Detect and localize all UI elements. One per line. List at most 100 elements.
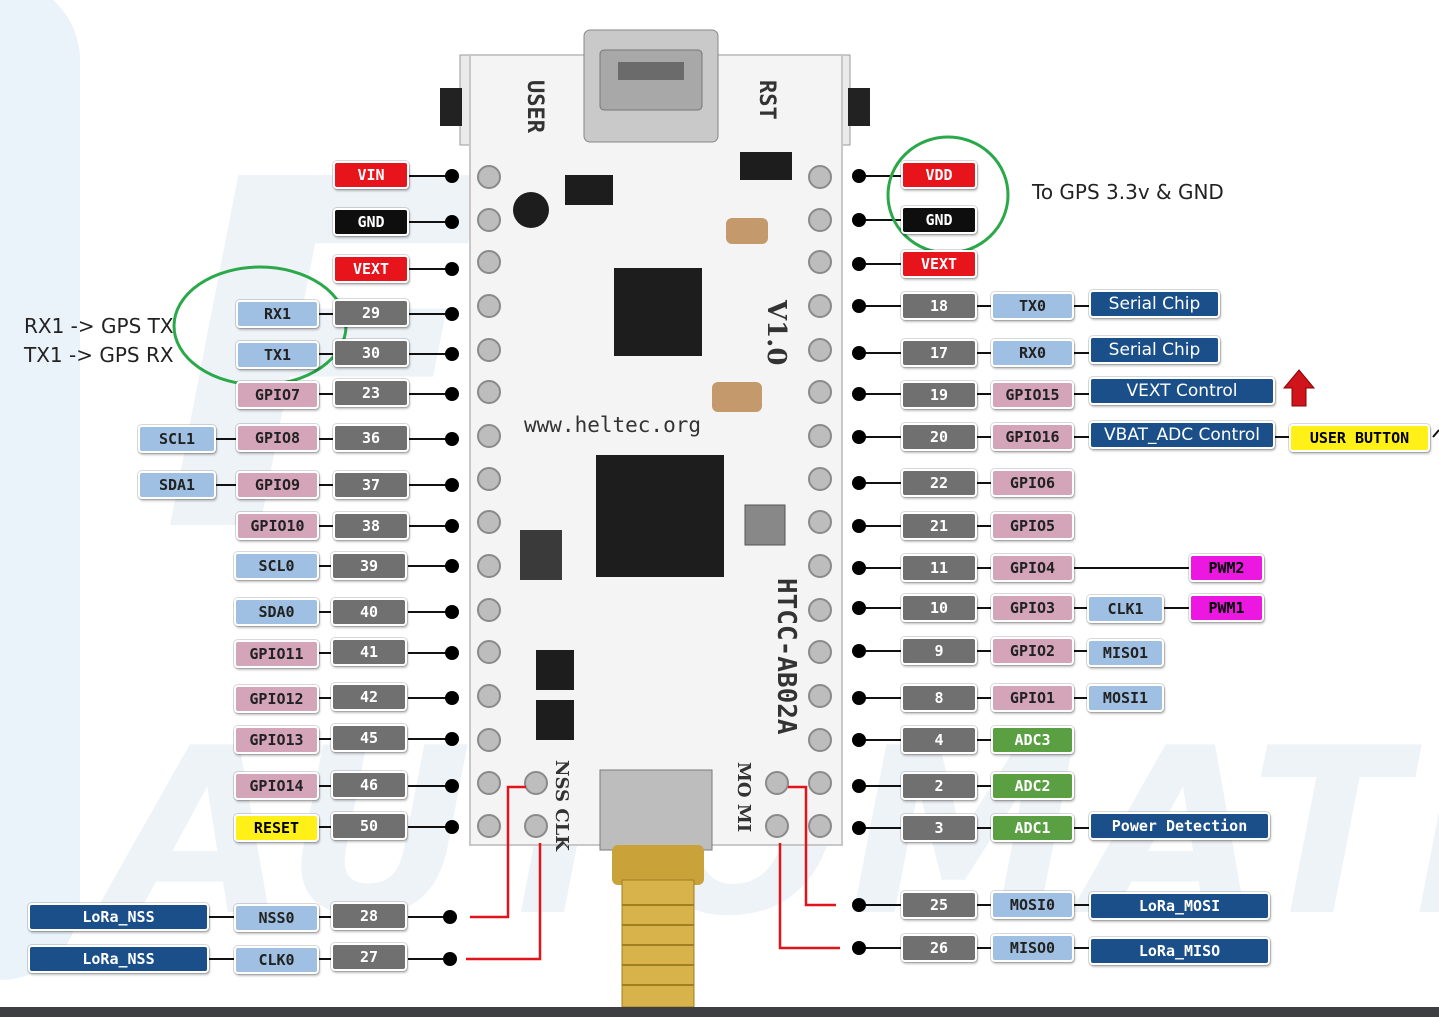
power-detection-label: Power Detection [1089, 812, 1270, 840]
pin-3: 3 [901, 814, 977, 842]
vext-label-left: VEXT [333, 255, 409, 283]
silk-url: www.heltec.org [524, 413, 701, 437]
scl0-label: SCL0 [234, 552, 319, 580]
vdd-label: VDD [901, 161, 977, 189]
adc1-label: ADC1 [991, 814, 1074, 842]
pin-23: 23 [333, 379, 409, 407]
silk-mo-mi: MO MI [733, 762, 754, 832]
pin-17: 17 [901, 339, 977, 367]
pin-30: 30 [333, 339, 409, 367]
rx1-label: RX1 [236, 300, 319, 328]
pin-28: 28 [331, 902, 407, 930]
gpio4-label: GPIO4 [991, 554, 1074, 582]
right-pin-dots [852, 169, 866, 955]
gpio15-label: GPIO15 [991, 381, 1074, 409]
gpio3-label: GPIO3 [991, 594, 1074, 622]
pin-8: 8 [901, 684, 977, 712]
pin-20: 20 [901, 423, 977, 451]
gpio8-label: GPIO8 [236, 424, 319, 452]
pin-18: 18 [901, 292, 977, 320]
pin-19: 19 [901, 381, 977, 409]
tx1-label: TX1 [236, 341, 319, 369]
adc3-label: ADC3 [991, 726, 1074, 754]
pin-25: 25 [901, 891, 977, 919]
gpio6-label: GPIO6 [991, 469, 1074, 497]
pin-27: 27 [331, 943, 407, 971]
pin-41: 41 [331, 638, 407, 666]
rx0-label: RX0 [991, 339, 1074, 367]
pin-11: 11 [901, 554, 977, 582]
pwm1-label: PWM1 [1189, 594, 1264, 622]
gpio10-label: GPIO10 [236, 512, 319, 540]
pin-21: 21 [901, 512, 977, 540]
miso0-label: MISO0 [991, 934, 1074, 962]
mosi0-label: MOSI0 [991, 891, 1074, 919]
silk-model: HTCC-AB02A [771, 578, 801, 735]
gpio12-label: GPIO12 [234, 685, 319, 713]
vext-label-right: VEXT [901, 250, 977, 278]
header-pins [477, 165, 832, 838]
gnd-label-left: GND [333, 208, 409, 236]
pin-46: 46 [331, 771, 407, 799]
pin-10: 10 [901, 594, 977, 622]
sda1-label: SDA1 [138, 471, 216, 499]
pin-26: 26 [901, 934, 977, 962]
lora-mosi-label: LoRa_MOSI [1089, 892, 1270, 920]
gpio13-label: GPIO13 [234, 726, 319, 754]
gpio7-label: GPIO7 [236, 381, 319, 409]
serial-chip-label-a: Serial Chip [1089, 290, 1220, 318]
sma-connector [612, 845, 704, 885]
pin-37: 37 [333, 471, 409, 499]
silk-version: V1.0 [761, 299, 791, 365]
vin-label: VIN [333, 161, 409, 189]
clk1-label: CLK1 [1087, 595, 1164, 623]
pin-9: 9 [901, 637, 977, 665]
vdd-gnd-highlight-circle [886, 135, 1010, 255]
edge-arrow-icon [1432, 429, 1439, 438]
gpio11-label: GPIO11 [234, 640, 319, 668]
rx1-note: RX1 -> GPS TX [24, 314, 174, 338]
capacitor-mid [712, 382, 762, 412]
silk-rst: RST [754, 80, 779, 120]
user-button-label: USER BUTTON [1289, 424, 1430, 452]
mcu-chip [596, 455, 724, 577]
antenna-connector-base [599, 769, 713, 851]
scl1-label: SCL1 [138, 425, 216, 453]
pwm2-label: PWM2 [1189, 554, 1264, 582]
lora-wires [466, 785, 840, 961]
lora-nss-label-b: LoRa_NSS [28, 945, 209, 973]
pin-2: 2 [901, 772, 977, 800]
pin-39: 39 [331, 552, 407, 580]
gpio2-label: GPIO2 [991, 637, 1074, 665]
user-button-cap [440, 88, 462, 126]
mosi1-label: MOSI1 [1087, 684, 1164, 712]
reset-label: RESET [234, 814, 319, 842]
up-arrow-icon [1282, 369, 1316, 407]
silk-nss-clk: NSS CLK [551, 760, 572, 852]
sma-thread [621, 879, 695, 1008]
crystal [744, 504, 786, 546]
bottom-bar [0, 1007, 1439, 1017]
pin-36: 36 [333, 424, 409, 452]
tx1-note: TX1 -> GPS RX [24, 343, 174, 367]
adc2-label: ADC2 [991, 772, 1074, 800]
pin-22: 22 [901, 469, 977, 497]
pin-29: 29 [333, 299, 409, 327]
gpio1-label: GPIO1 [991, 684, 1074, 712]
right-connector-lines [860, 175, 1290, 949]
pin-38: 38 [333, 512, 409, 540]
pin-42: 42 [331, 683, 407, 711]
left-pin-dots [443, 169, 459, 966]
silk-user: USER [522, 80, 547, 134]
rst-button-cap [848, 88, 870, 126]
pin-40: 40 [331, 598, 407, 626]
gnd-label-right: GND [901, 206, 977, 234]
vext-control-label: VEXT Control [1089, 377, 1275, 405]
background-swoosh [0, 0, 80, 980]
serial-chip-label-b: Serial Chip [1089, 336, 1220, 364]
inductor [520, 530, 562, 580]
sda0-label: SDA0 [234, 598, 319, 626]
clk0-label: CLK0 [234, 946, 319, 974]
gpio16-label: GPIO16 [991, 423, 1074, 451]
